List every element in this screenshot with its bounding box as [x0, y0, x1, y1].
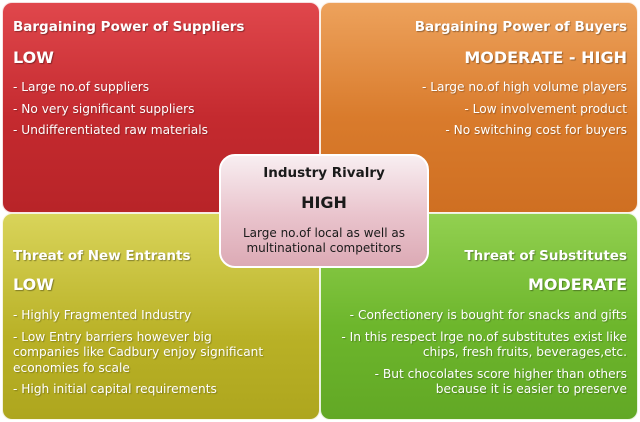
rivalry-title: Industry Rivalry: [263, 165, 385, 181]
suppliers-quadrant: Bargaining Power of Suppliers LOW - Larg…: [2, 2, 320, 213]
buyers-title: Bargaining Power of Buyers: [414, 19, 627, 35]
substitutes-title: Threat of Substitutes: [464, 248, 627, 264]
list-item: - In this respect lrge no.of substitutes…: [341, 329, 627, 360]
list-item: - Low Entry barriers however big compani…: [13, 329, 264, 375]
substitutes-list: - Confectionery is bought for snacks and…: [335, 308, 627, 404]
suppliers-list: - Large no.of suppliers - No very signif…: [13, 80, 303, 145]
list-item: - Undifferentiated raw materials: [13, 123, 208, 137]
list-item: - But chocolates score higher than other…: [374, 366, 627, 397]
list-item: - No switching cost for buyers: [445, 123, 627, 137]
suppliers-level: LOW: [13, 48, 54, 67]
list-item: - Large no.of high volume players: [421, 80, 627, 94]
substitutes-quadrant: Threat of Substitutes MODERATE - Confect…: [320, 213, 638, 420]
list-item: - High initial capital requirements: [13, 382, 217, 396]
list-item: - Low involvement product: [464, 101, 627, 116]
industry-rivalry-box: Industry Rivalry HIGH Large no.of local …: [219, 154, 429, 268]
suppliers-title: Bargaining Power of Suppliers: [13, 19, 245, 35]
new-entrants-title: Threat of New Entrants: [13, 248, 191, 264]
buyers-list: - Large no.of high volume players - Low …: [332, 80, 627, 145]
substitutes-level: MODERATE: [527, 275, 627, 294]
list-item: - No very significant suppliers: [13, 101, 195, 116]
rivalry-level: HIGH: [301, 193, 347, 212]
list-item: - Large no.of suppliers: [13, 80, 150, 94]
list-item: - Confectionery is bought for snacks and…: [349, 308, 627, 322]
new-entrants-list: - Highly Fragmented Industry - Low Entry…: [13, 308, 281, 404]
list-item: - Highly Fragmented Industry: [13, 308, 192, 322]
new-entrants-level: LOW: [13, 275, 54, 294]
buyers-level: MODERATE - HIGH: [464, 48, 627, 67]
rivalry-description: Large no.of local as well as multination…: [243, 226, 405, 255]
